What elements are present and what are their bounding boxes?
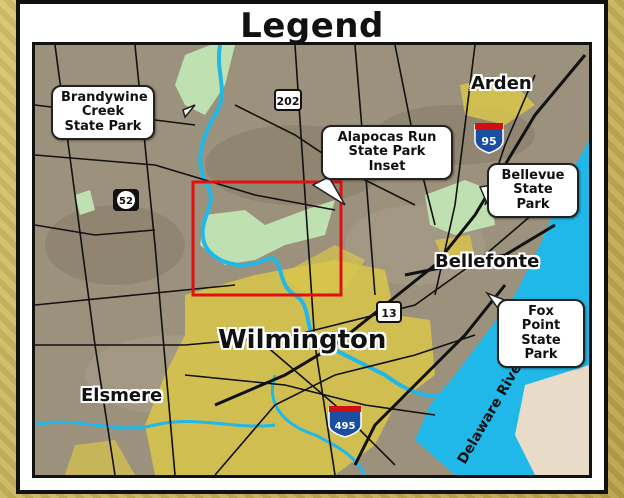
shield-i95-label: 95 bbox=[481, 135, 496, 148]
small-park-west bbox=[75, 190, 95, 215]
shield-route52-label: 52 bbox=[119, 196, 133, 207]
brandywine-label[interactable]: Brandywine Creek State Park bbox=[51, 85, 155, 140]
legend-title: Legend bbox=[240, 6, 384, 46]
shield-route52: 52 bbox=[113, 189, 139, 211]
wilmington-urban-area bbox=[145, 260, 435, 475]
foxpoint-label[interactable]: Fox Point State Park bbox=[497, 299, 585, 369]
inset-rectangle bbox=[191, 180, 343, 297]
map-svg: 202 95 52 13 495 Delaware River bbox=[35, 45, 589, 475]
christina-river bbox=[270, 374, 367, 475]
bellefonte-area bbox=[435, 235, 475, 265]
shield-us202-label: 202 bbox=[277, 95, 300, 108]
western-creek bbox=[35, 419, 276, 430]
alapocas-park-area bbox=[200, 200, 335, 265]
arden-label[interactable]: Arden bbox=[471, 73, 532, 94]
shield-i95: 95 bbox=[474, 123, 504, 154]
alapocas-label[interactable]: Alapocas Run State Park Inset bbox=[321, 125, 453, 180]
bellefonte-label[interactable]: Bellefonte bbox=[435, 251, 540, 272]
bellevue-label[interactable]: Bellevue State Park bbox=[487, 163, 579, 218]
arden-area bbox=[460, 75, 535, 125]
wilmington-label[interactable]: Wilmington bbox=[218, 325, 387, 355]
shield-us13: 13 bbox=[376, 301, 402, 323]
alapocas-pointer bbox=[311, 176, 346, 206]
bellevue-park-area bbox=[425, 180, 495, 235]
shield-i495: 495 bbox=[328, 406, 362, 438]
elsmere-area bbox=[65, 440, 135, 475]
shield-us202: 202 bbox=[274, 89, 302, 111]
river-island bbox=[515, 365, 589, 475]
shield-i495-label: 495 bbox=[335, 421, 356, 432]
brandywine-creek bbox=[198, 45, 456, 399]
highway-network bbox=[214, 54, 587, 466]
shield-us13-label: 13 bbox=[381, 307, 396, 320]
elsmere-label[interactable]: Elsmere bbox=[81, 385, 163, 406]
map-panel[interactable]: 202 95 52 13 495 Delaware River Brandywi… bbox=[32, 42, 592, 478]
urban-patch-north bbox=[280, 245, 365, 295]
brandywine-pointer bbox=[182, 104, 196, 119]
